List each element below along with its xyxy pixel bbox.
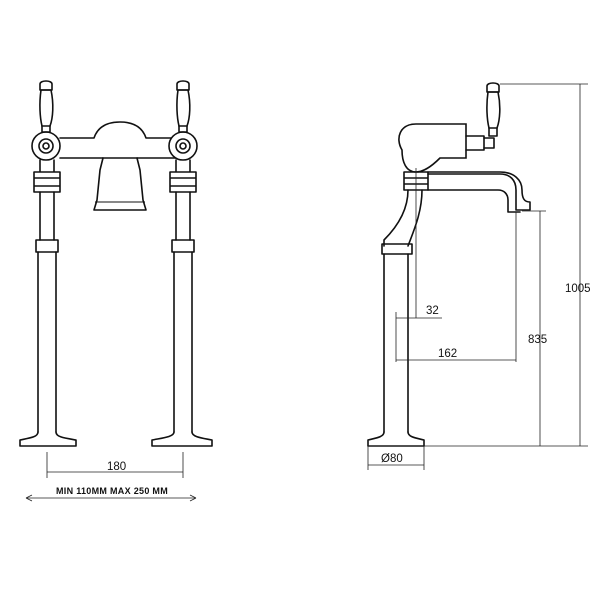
right-valve-ring [175,138,191,154]
right-valve-housing [168,131,198,161]
side-lever-handle [486,91,501,129]
overall-height-label: 1005 [565,283,591,295]
side-lever-cap [486,82,500,93]
left-lever-cap [39,80,53,91]
outlet-offset-label: 32 [426,305,439,317]
centres-label: 180 [107,461,126,473]
centres-range-label: MIN 110MM MAX 250 MM [56,486,168,496]
side-view: 32 162 835 1005 Ø80 [367,82,591,470]
overall-height-dimension: 1005 [500,83,591,446]
base-diameter-label: Ø80 [381,453,403,465]
centres-dimension: 180 [46,452,184,478]
left-upper-pipe [39,191,55,241]
left-valve-dot [42,142,50,150]
spout-height-dimension: 835 [522,210,547,446]
side-valve-cap [483,137,495,149]
side-leg [383,253,409,433]
bridge-body [59,121,181,159]
right-lever-cap [176,80,190,91]
side-spout-lower [427,189,521,213]
right-foot-flange [151,431,213,447]
base-diameter-dimension: Ø80 [367,446,425,470]
side-collar [381,243,413,255]
left-lever-handle [39,89,54,127]
right-valve-dot [179,142,187,150]
left-collar [35,239,59,253]
right-upper-pipe [175,191,191,241]
side-lever-neck [488,127,498,137]
front-view: 180 MIN 110MM MAX 250 MM [19,80,213,502]
right-lever-handle [176,89,191,127]
right-leg [173,251,193,433]
side-riser-curve [383,189,423,247]
left-valve-housing [31,131,61,161]
left-nut [33,159,61,193]
spout-reach-label: 162 [438,348,457,360]
left-lever-neck [41,125,51,133]
right-lever-neck [178,125,188,133]
spout-reach-dimension: 162 [396,348,516,361]
side-body [398,123,467,173]
spout-height-label: 835 [528,334,547,346]
front-spout [93,157,147,211]
side-foot-flange [367,431,425,447]
side-valve-stem [465,135,485,151]
left-leg [37,251,57,433]
outlet-offset-dimension: 32 [396,305,442,319]
side-spout [427,171,531,211]
left-foot-flange [19,431,77,447]
left-valve-ring [38,138,54,154]
right-nut [169,159,197,193]
centres-range-indicator: MIN 110MM MAX 250 MM [25,486,197,502]
right-collar [171,239,195,253]
